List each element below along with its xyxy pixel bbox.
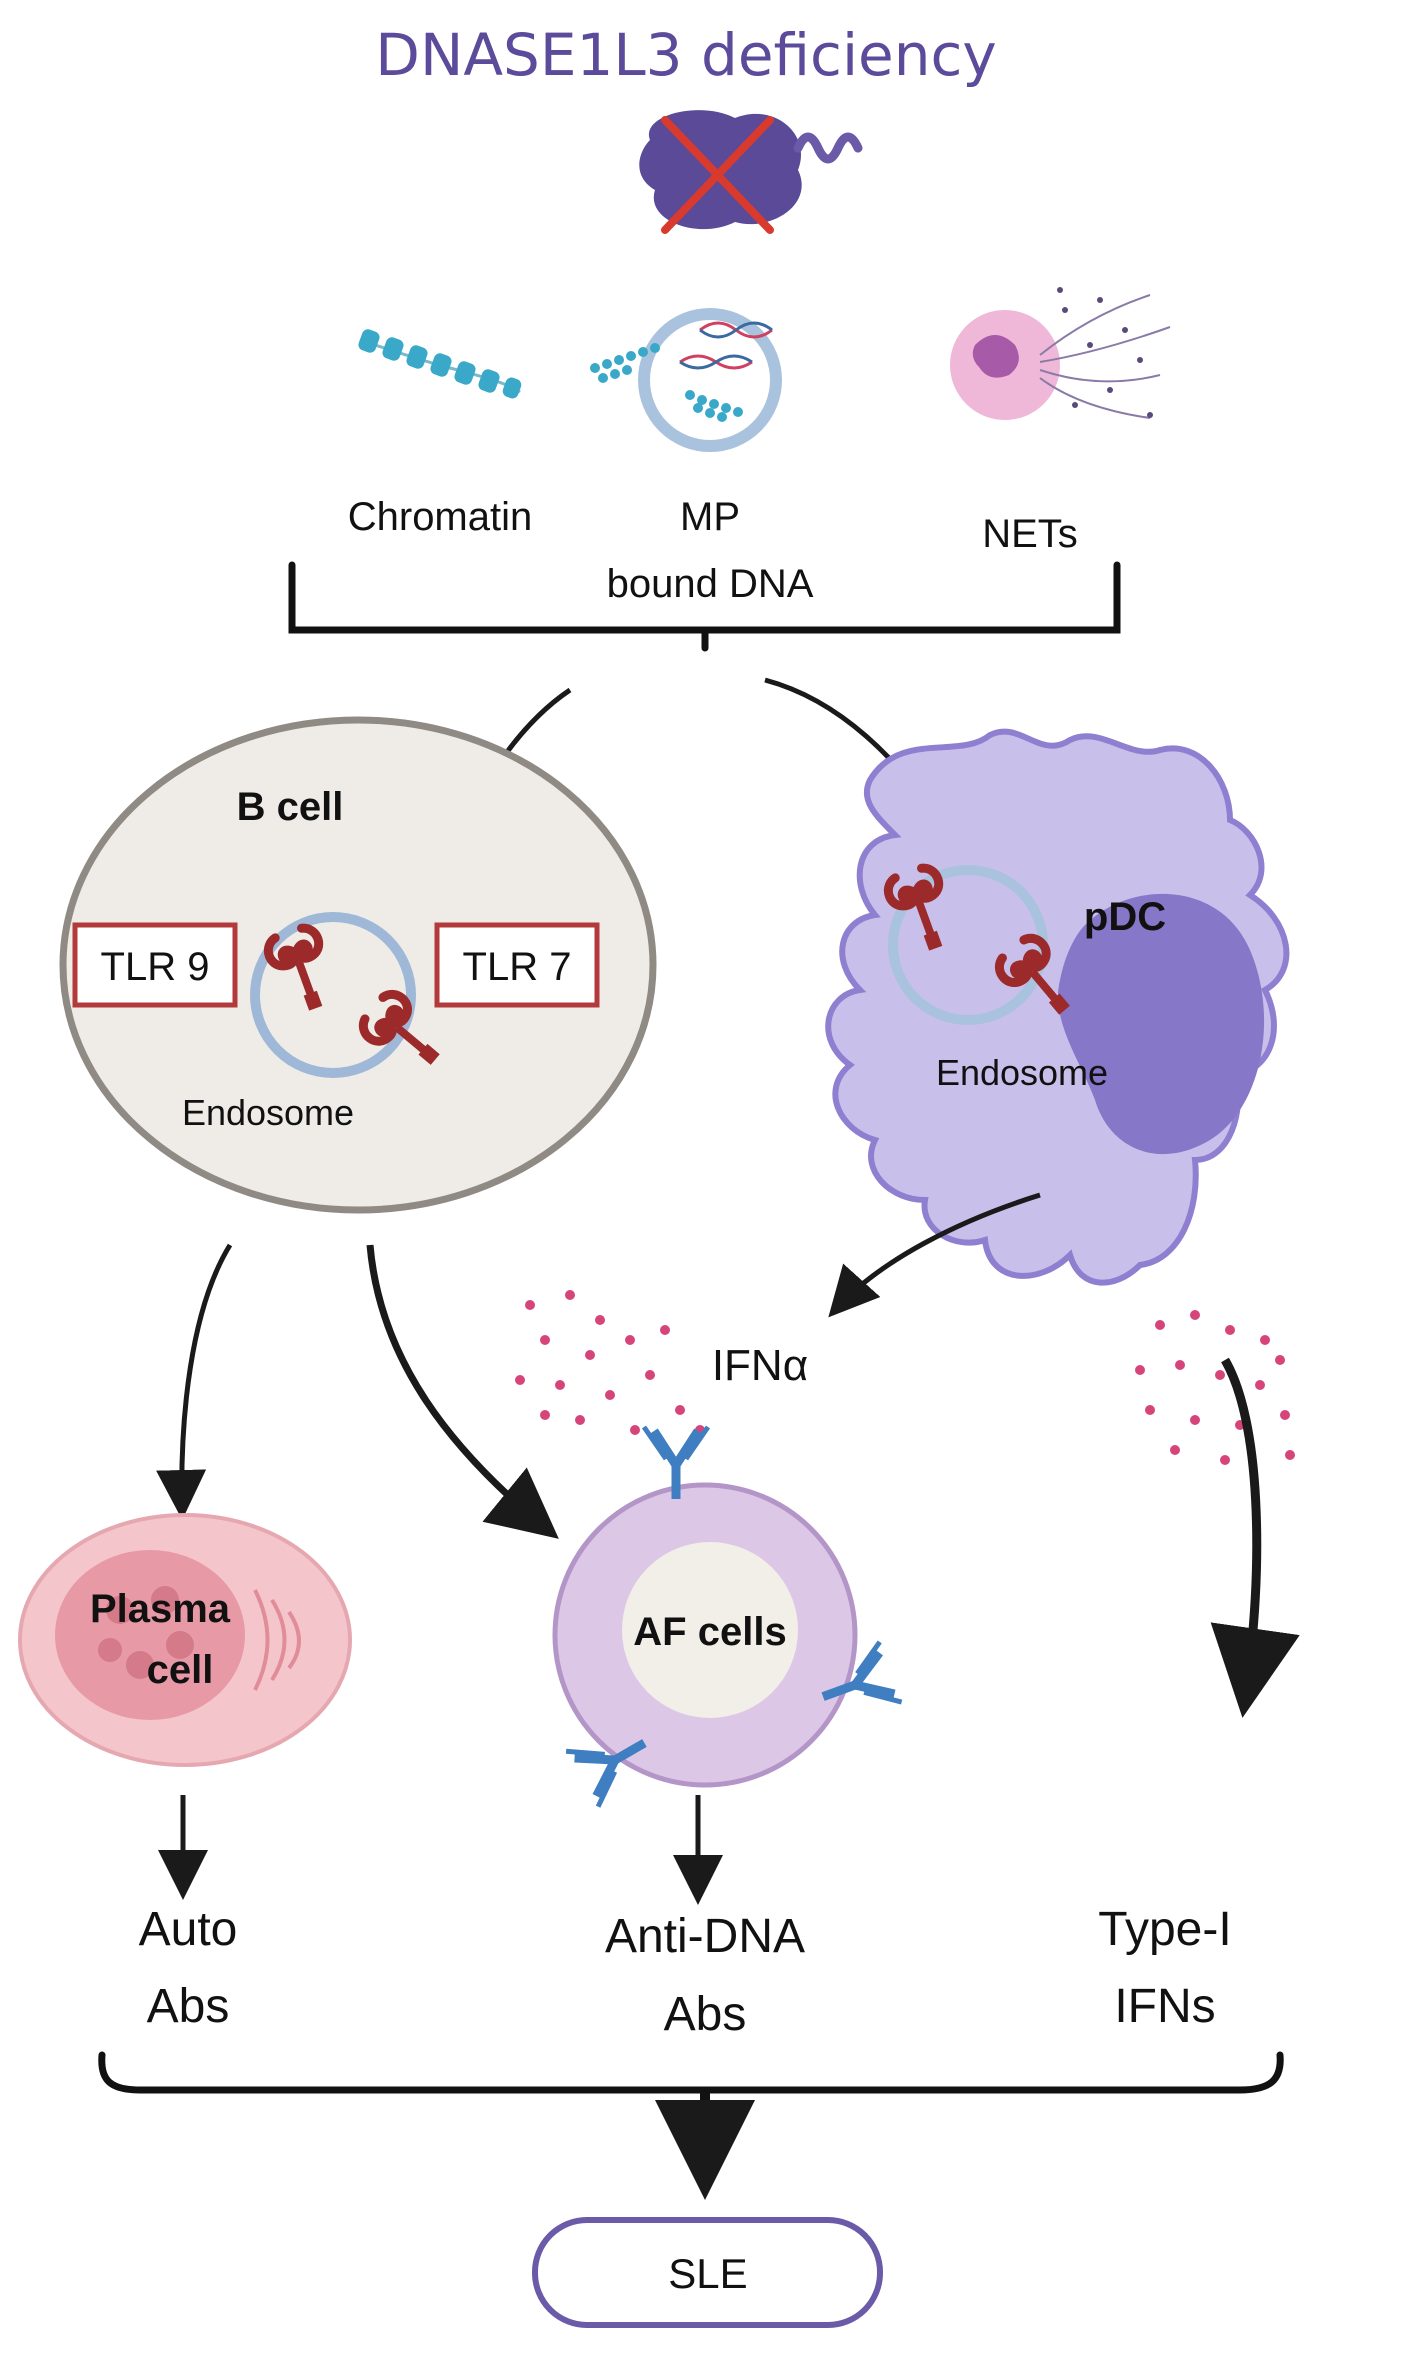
chromatin-icon — [358, 329, 522, 399]
pdc-endosome-label: Endosome — [936, 1052, 1108, 1093]
ifn-alpha-label: IFNα — [712, 1341, 808, 1390]
nets-label: NETs — [982, 512, 1078, 556]
sle-outcome-box — [532, 2217, 883, 2328]
mp-label-line2: bound DNA — [607, 562, 814, 606]
ifn-dots-left — [515, 1290, 705, 1435]
outputs-bracket — [98, 2051, 1284, 2094]
plasma-cell-er — [253, 1589, 301, 1691]
mp-label-line1: MP — [680, 495, 740, 539]
pdc-label: pDC — [1084, 895, 1166, 939]
diagram-title: DNASE1L3 deficiency — [375, 21, 996, 89]
plasma-cell-chromatin — [98, 1586, 194, 1679]
af-cell-nucleus — [622, 1542, 798, 1718]
pdc-nucleus — [1058, 893, 1265, 1155]
b-cell-endosome-label: Endosome — [182, 1092, 354, 1133]
deficiency-cross-icon — [661, 116, 774, 234]
arrow-b-cell-to-af-cells — [366, 1244, 559, 1539]
anti-dna-abs-label-line2: Abs — [664, 1988, 747, 2041]
auto-abs-label-line1: Auto — [139, 1903, 238, 1956]
af-cells-label: AF cells — [633, 1610, 786, 1654]
ifn-dots-right — [1135, 1310, 1295, 1465]
plasma-cell-label-line1: Plasma — [90, 1587, 231, 1631]
sources-bracket — [288, 561, 1121, 652]
nets-neutrophil-icon — [950, 287, 1171, 420]
arrow-ifn-to-type-i-ifns — [1210, 1357, 1300, 1718]
plasma-cell-label-line2: cell — [147, 1648, 214, 1692]
tlr9-label: TLR 9 — [101, 945, 210, 989]
tlr7-box — [434, 922, 600, 1008]
arrow-pdc-to-ifn — [828, 1192, 1041, 1318]
chromatin-label: Chromatin — [348, 495, 533, 539]
sle-outcome-label: SLE — [668, 2250, 747, 2297]
type-i-ifns-label-line2: IFNs — [1114, 1980, 1215, 2033]
b-cell-label: B cell — [237, 785, 344, 829]
anti-dna-abs-label-line1: Anti-DNA — [605, 1910, 805, 1963]
arrow-b-cell-to-plasma-cell — [156, 1243, 233, 1520]
b-cell — [59, 716, 657, 1214]
type-i-ifns-label-line1: Type-I — [1098, 1903, 1231, 1956]
plasma-cell-nucleus — [55, 1550, 245, 1720]
auto-abs-label-line2: Abs — [147, 1980, 230, 2033]
tlr7-label: TLR 7 — [463, 945, 572, 989]
tlr9-box — [72, 922, 238, 1008]
b-cell-endosome — [250, 912, 416, 1078]
microparticle-dna-icon — [590, 308, 782, 452]
